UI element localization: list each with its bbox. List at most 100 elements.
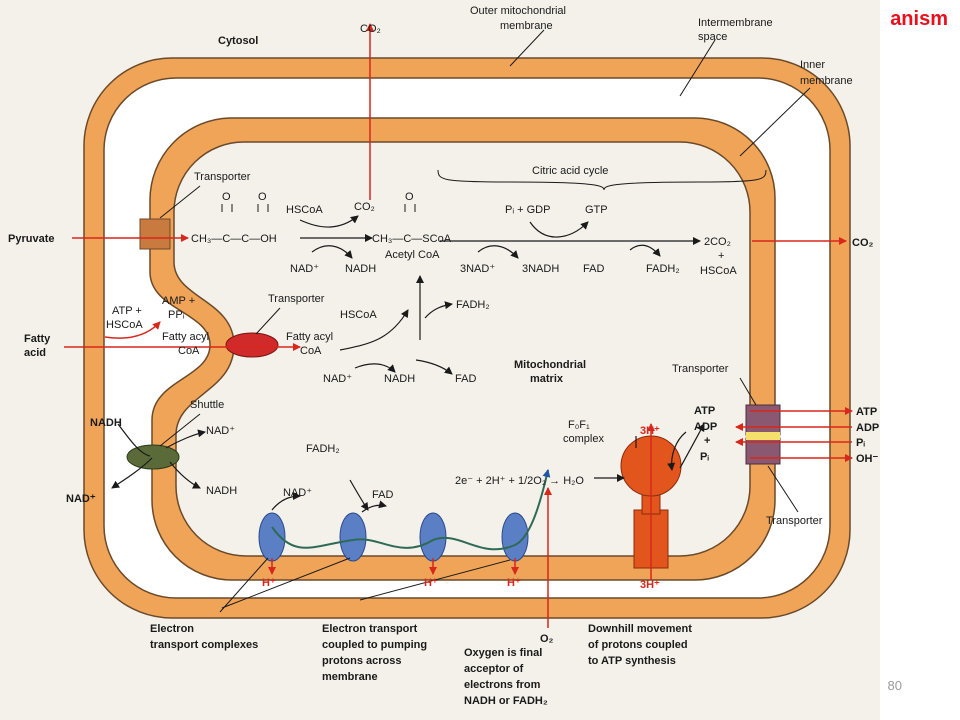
- fatty-acyl-coa-cyt-2: CoA: [178, 345, 200, 357]
- atp-synthase-adp: ADP: [694, 421, 717, 433]
- intermembrane-label-1: Intermembrane: [698, 17, 773, 29]
- nadh-label-pyruvate: NADH: [345, 263, 376, 275]
- fatty-acyl-coa-mat-1: Fatty acyl: [286, 331, 333, 343]
- atp-hscoa-label-1: ATP +: [112, 305, 142, 317]
- shuttle-label: Shuttle: [190, 399, 224, 411]
- etc-complexes-caption-1: Electron: [150, 623, 194, 635]
- etc-coupled-caption-4: membrane: [322, 671, 378, 683]
- slide-title: anism: [890, 8, 948, 30]
- pyruvate-transporter: [139, 218, 171, 250]
- co2-out-label: CO₂: [852, 237, 874, 249]
- co2-label-pyruvate: CO₂: [354, 201, 375, 213]
- fatty-acid-label-1: Fatty: [24, 333, 51, 345]
- etc-coupled-caption-2: coupled to pumping: [322, 639, 427, 651]
- fadh2-etc-label: FADH₂: [306, 443, 340, 455]
- fad-etc-label: FAD: [372, 489, 393, 501]
- pyruvate-label: Pyruvate: [8, 233, 54, 245]
- fadh2-label-fatty: FADH₂: [456, 299, 490, 311]
- citric-acid-cycle-label: Citric acid cycle: [532, 165, 608, 177]
- carbonyl-o-2: O: [258, 191, 267, 203]
- gtp-label: GTP: [585, 204, 608, 216]
- matrix-label-2: matrix: [530, 373, 564, 385]
- co2-top-label: CO₂: [360, 23, 381, 35]
- fatty-acyl-coa-cyt-1: Fatty acyl: [162, 331, 209, 343]
- nad-mat-label: NAD⁺: [206, 425, 235, 437]
- oxygen-caption-4: NADH or FADH₂: [464, 695, 548, 707]
- nadh-mat-label: NADH: [206, 485, 237, 497]
- fatty-acid-label-2: acid: [24, 347, 46, 359]
- atp-synthase-pi: Pᵢ: [700, 451, 709, 463]
- fatty-acyl-transporter: [225, 332, 279, 358]
- hscoa-label-fatty: HSCoA: [340, 309, 377, 321]
- slide-margin: [880, 0, 960, 720]
- red-arrows: [64, 23, 853, 628]
- oxygen-caption-1: Oxygen is final: [464, 647, 542, 659]
- atp-adp-transporter: [745, 404, 781, 465]
- 3nadh-label: 3NADH: [522, 263, 559, 275]
- fatty-acyl-transporter-label: Transporter: [268, 293, 325, 305]
- figure-panel: Cytosol Outer mitochondrial membrane Int…: [0, 0, 880, 720]
- pi-in-label: Pᵢ: [856, 437, 865, 449]
- carbonyl-o-1: O: [222, 191, 231, 203]
- oh-out-label: OH⁻: [856, 453, 879, 465]
- f0f1-label-2: complex: [563, 433, 604, 445]
- h-plus-2: H⁺: [424, 577, 438, 589]
- downhill-caption-2: of protons coupled: [588, 639, 688, 651]
- fadh2-label-cycle: FADH₂: [646, 263, 680, 275]
- oxygen-caption-2: acceptor of: [464, 663, 524, 675]
- f0f1-label-1: F₀F₁: [568, 419, 590, 431]
- fad-label-fatty: FAD: [455, 373, 476, 385]
- oxygen-caption-3: electrons from: [464, 679, 541, 691]
- plus-label-cycle: +: [718, 250, 724, 262]
- outer-membrane-label-1: Outer mitochondrial: [470, 5, 566, 17]
- downhill-caption-3: to ATP synthesis: [588, 655, 676, 667]
- atp-out-label: ATP: [856, 406, 877, 418]
- adp-in-label: ADP: [856, 422, 879, 434]
- pyruvate-molecule: CH₃—C—C—OH: [191, 233, 277, 245]
- amp-ppi-label-1: AMP +: [162, 295, 195, 307]
- etc-coupled-caption-1: Electron transport: [322, 623, 418, 635]
- fatty-acyl-coa-mat-2: CoA: [300, 345, 322, 357]
- nadh-label-fatty: NADH: [384, 373, 415, 385]
- etc-coupled-caption-3: protons across: [322, 655, 401, 667]
- intermembrane-label-2: space: [698, 31, 727, 43]
- 2co2-label: 2CO₂: [704, 236, 731, 248]
- nadh-cyt-label: NADH: [90, 417, 122, 429]
- h-plus-1: H⁺: [262, 577, 276, 589]
- cytosol-label: Cytosol: [218, 35, 258, 47]
- atp-hscoa-label-2: HSCoA: [106, 319, 143, 331]
- hscoa-label: HSCoA: [286, 204, 323, 216]
- complex-iii: [419, 512, 447, 562]
- pi-gdp-label: Pᵢ + GDP: [505, 204, 550, 216]
- transporter-top-label: Transporter: [672, 363, 729, 375]
- 3h-in-label: 3H⁺: [640, 425, 660, 437]
- page-number: 80: [887, 678, 902, 693]
- fad-label-cycle: FAD: [583, 263, 604, 275]
- nad-label-pyruvate: NAD⁺: [290, 263, 319, 275]
- acetyl-coa-label: Acetyl CoA: [385, 249, 440, 261]
- electron-path: [271, 469, 551, 551]
- inner-membrane-label-1: Inner: [800, 59, 825, 71]
- downhill-caption-1: Downhill movement: [588, 623, 692, 635]
- nad-etc-label: NAD⁺: [283, 487, 312, 499]
- transporter-bottom-label: Transporter: [766, 515, 823, 527]
- atp-synthase-atp: ATP: [694, 405, 715, 417]
- pyruvate-transporter-label: Transporter: [194, 171, 251, 183]
- mitochondria-diagram: Cytosol Outer mitochondrial membrane Int…: [8, 5, 879, 707]
- carbonyl-o-3: O: [405, 191, 414, 203]
- etc-complexes-caption-2: transport complexes: [150, 639, 258, 651]
- nad-label-fatty: NAD⁺: [323, 373, 352, 385]
- acetyl-coa-molecule: CH₃—C—SCoA: [372, 233, 452, 245]
- leader-lines: [159, 29, 811, 613]
- atp-synthase-plus: +: [704, 435, 710, 447]
- amp-ppi-label-2: PPᵢ: [168, 309, 185, 321]
- outer-membrane-label-2: membrane: [500, 20, 553, 32]
- nad-cyt-label: NAD⁺: [66, 493, 96, 505]
- h-plus-3: H⁺: [507, 577, 521, 589]
- black-arrows: [111, 215, 705, 513]
- water-equation: 2e⁻ + 2H⁺ + 1/2O₂ → H₂O: [455, 475, 584, 487]
- complex-ii: [339, 512, 367, 562]
- hscoa-label-cycle: HSCoA: [700, 265, 737, 277]
- o2-label: O₂: [540, 633, 554, 645]
